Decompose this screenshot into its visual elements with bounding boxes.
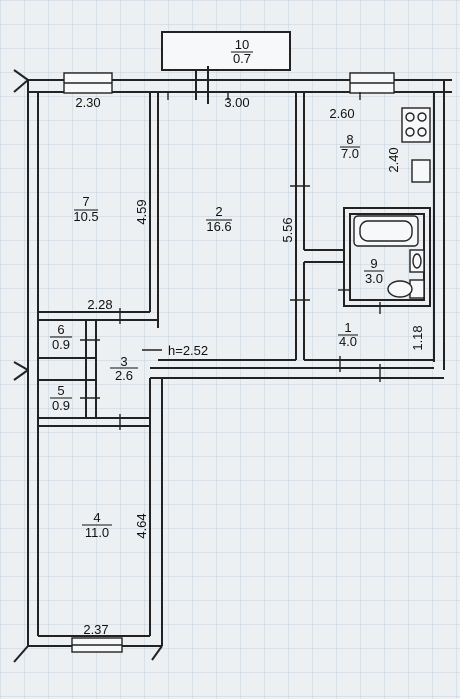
room-2-number: 2	[215, 204, 222, 219]
room-1-area: 4.0	[339, 334, 357, 349]
room-5-area: 0.9	[52, 398, 70, 413]
room-4-area: 11.0	[85, 525, 109, 540]
dim-room2-length: 5.56	[280, 217, 295, 242]
room-3-area: 2.6	[115, 368, 133, 383]
room-9-area: 3.0	[365, 271, 383, 286]
room-7-area: 10.5	[73, 209, 98, 224]
dim-room4-length: 4.64	[134, 513, 149, 538]
balcony-outline	[161, 31, 291, 71]
room-5-number: 5	[57, 383, 64, 398]
stove	[401, 107, 431, 143]
dim-room7-width: 2.30	[75, 95, 100, 110]
room-4-number: 4	[93, 510, 100, 525]
toilet	[387, 279, 425, 299]
dim-room4-width: 2.37	[83, 622, 108, 637]
room-1-number: 1	[344, 320, 351, 335]
room-8-area: 7.0	[341, 146, 359, 161]
dim-room8-width: 2.60	[329, 106, 354, 121]
windows	[63, 72, 395, 653]
ceiling-height: h=2.52	[168, 343, 208, 358]
room-10-number: 10	[235, 37, 249, 52]
dim-room1-length: 1.18	[410, 325, 425, 350]
room-labels: 10 0.7 8 7.0 7 10.5 2 16.6 9 3.0 1 4.0 6…	[52, 37, 383, 540]
bathtub	[353, 215, 419, 247]
room-9-number: 9	[370, 256, 377, 271]
dim-room8-length: 2.40	[386, 147, 401, 172]
wall-ends	[13, 69, 163, 663]
balcony-door	[195, 66, 209, 104]
room-6-area: 0.9	[52, 337, 70, 352]
room-8-number: 8	[346, 132, 353, 147]
dim-room2-width: 3.00	[224, 95, 249, 110]
room-6-number: 6	[57, 322, 64, 337]
kitchen-sink	[411, 159, 431, 183]
door-marks	[80, 92, 381, 430]
dimension-labels: 2.30 3.00 2.60 4.59 5.56 2.40 2.28 1.18 …	[75, 95, 425, 637]
room-3-number: 3	[120, 354, 127, 369]
dim-corridor-width: 2.28	[87, 297, 112, 312]
dim-room7-length: 4.59	[134, 199, 149, 224]
bathroom-sink	[409, 249, 425, 273]
room-10-area: 0.7	[233, 51, 251, 66]
room-2-area: 16.6	[206, 219, 231, 234]
fraction-bars	[50, 51, 384, 526]
room-7-number: 7	[82, 194, 89, 209]
